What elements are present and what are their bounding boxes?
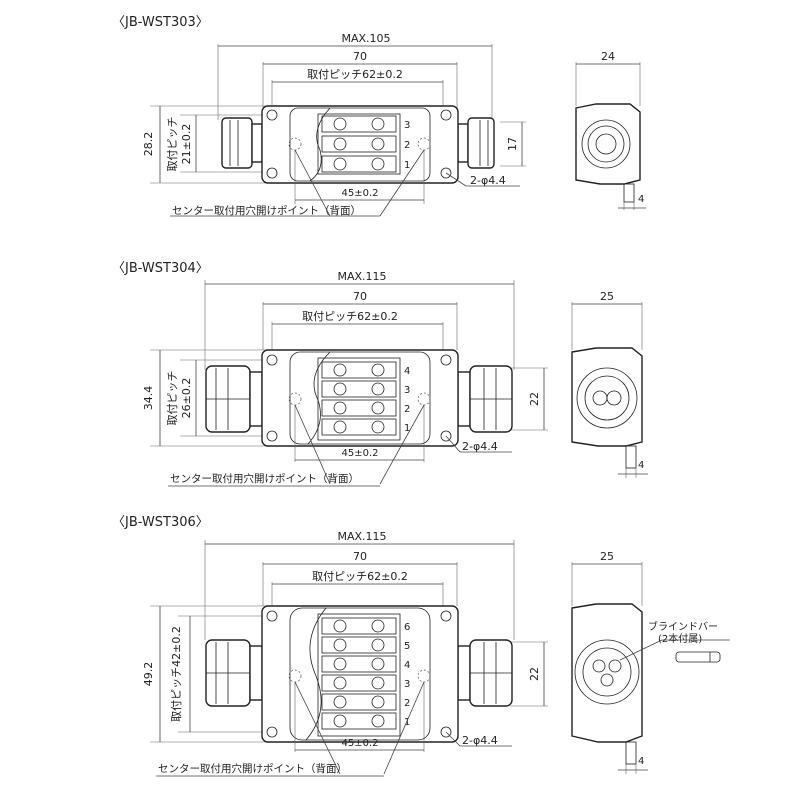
- terminal-block: 3 2 1: [317, 113, 410, 175]
- pitch-height-label-1: 取付ピッチ42±0.2: [170, 626, 183, 722]
- width-70-label: 70: [353, 290, 367, 303]
- view-title: 〈JB-WST306〉: [112, 515, 209, 530]
- side-small-label: 4: [638, 756, 644, 767]
- pitch-width-label: 取付ピッチ62±0.2: [312, 570, 408, 583]
- pitch-width-label: 取付ピッチ62±0.2: [302, 310, 398, 323]
- width-70-label: 70: [353, 50, 367, 63]
- terminal-block: 4 3 2 1: [317, 357, 410, 441]
- blind-bar-part: [675, 651, 721, 663]
- side-height-label: 22: [528, 392, 541, 406]
- pitch-height-label-1: 取付ピッチ: [166, 371, 179, 426]
- terminal-number: 4: [404, 660, 410, 671]
- hole-label: 2-φ4.4: [462, 734, 498, 747]
- blind-bar-qty-label: (2本付属): [658, 632, 702, 645]
- terminal-number: 4: [404, 366, 410, 377]
- terminal-row: 2: [321, 135, 410, 153]
- side-small-label: 4: [638, 460, 644, 471]
- terminal-row: 6: [321, 617, 410, 635]
- view-title: 〈JB-WST303〉: [112, 15, 209, 30]
- height-label: 28.2: [142, 132, 155, 157]
- hole-label: 2-φ4.4: [462, 440, 498, 453]
- terminal-number: 5: [404, 641, 410, 652]
- view-jb-wst306: 〈JB-WST306〉 MAX.115 70 取付ピッチ62±0.2 49.2 …: [112, 515, 730, 777]
- terminal-number: 3: [404, 385, 410, 396]
- max-width-label: MAX.115: [337, 270, 386, 283]
- side-width-label: 25: [600, 550, 614, 563]
- enclosure-body: [261, 605, 459, 743]
- center-distance-label: 45±0.2: [341, 448, 378, 459]
- height-label: 34.4: [142, 386, 155, 411]
- enclosure-body: [261, 349, 459, 447]
- blind-bar-label: ブラインドバー: [648, 620, 718, 633]
- side-small-label: 4: [638, 194, 644, 205]
- terminal-number: 6: [404, 622, 410, 633]
- terminal-row: 2: [321, 399, 410, 417]
- cable-gland-right: [457, 117, 495, 169]
- view-jb-wst304: 〈JB-WST304〉 MAX.115 70 取付ピッチ62±0.2 34.4 …: [112, 261, 648, 487]
- terminal-number: 1: [404, 423, 410, 434]
- width-70-label: 70: [353, 550, 367, 563]
- terminal-number: 2: [404, 140, 410, 151]
- cable-gland-left: [205, 365, 263, 433]
- center-distance-label: 45±0.2: [341, 188, 378, 199]
- terminal-row: 1: [321, 155, 410, 173]
- terminal-row: 5: [321, 636, 410, 654]
- terminal-row: 1: [321, 712, 410, 730]
- terminal-row: 4: [321, 655, 410, 673]
- cable-gland-right: [457, 365, 513, 433]
- cable-gland-right: [457, 639, 513, 707]
- terminal-row: 4: [321, 361, 410, 379]
- terminal-block: 6 5 4 3 2: [317, 613, 410, 737]
- pitch-height-label-2: 26±0.2: [180, 378, 193, 419]
- side-height-label: 17: [506, 137, 519, 151]
- side-view: 25 4: [571, 290, 648, 478]
- terminal-row: 1: [321, 418, 410, 436]
- pitch-height-label-2: 21±0.2: [180, 124, 193, 165]
- pitch-width-label: 取付ピッチ62±0.2: [307, 68, 403, 81]
- terminal-number: 3: [404, 679, 410, 690]
- terminal-row: 3: [321, 115, 410, 133]
- center-distance-label: 45±0.2: [341, 738, 378, 749]
- center-hole-note: センター取付用穴開けポイント（背面）: [170, 472, 359, 485]
- side-view: 25 4 ブラインドバー (2本付属): [571, 550, 730, 774]
- terminal-row: 3: [321, 380, 410, 398]
- max-width-label: MAX.115: [337, 530, 386, 543]
- height-label: 49.2: [142, 662, 155, 687]
- cable-gland-left: [221, 117, 263, 169]
- terminal-number: 1: [404, 160, 410, 171]
- side-view: 24 4: [575, 50, 646, 210]
- view-title: 〈JB-WST304〉: [112, 261, 209, 276]
- center-hole-note: センター取付用穴開けポイント（背面）: [158, 762, 347, 775]
- max-width-label: MAX.105: [341, 32, 390, 45]
- terminal-number: 2: [404, 404, 410, 415]
- view-jb-wst303: 〈JB-WST303〉 MAX.105 70 取付ピッチ62±0.2 28.2 …: [112, 15, 646, 217]
- side-width-label: 24: [601, 50, 615, 63]
- pitch-height-label-1: 取付ピッチ: [166, 117, 179, 172]
- center-hole-note: センター取付用穴開けポイント（背面）: [172, 204, 361, 217]
- terminal-number: 2: [404, 698, 410, 709]
- cable-gland-left: [205, 639, 263, 707]
- terminal-number: 1: [404, 717, 410, 728]
- side-width-label: 25: [600, 290, 614, 303]
- enclosure-body: [261, 105, 459, 184]
- terminal-row: 2: [321, 693, 410, 711]
- hole-label: 2-φ4.4: [470, 174, 506, 187]
- terminal-number: 3: [404, 120, 410, 131]
- side-height-label: 22: [528, 667, 541, 681]
- terminal-row: 3: [321, 674, 410, 692]
